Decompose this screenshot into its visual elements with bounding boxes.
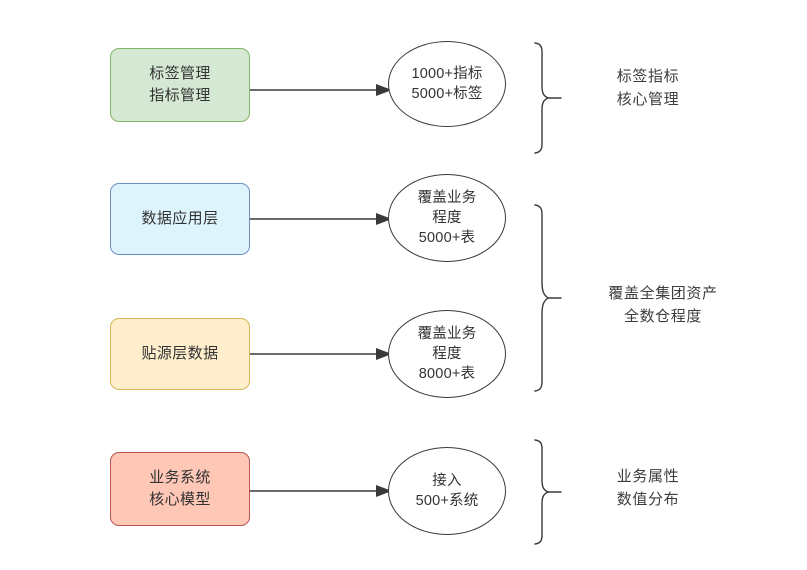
node-box-business-system[interactable]: 业务系统 核心模型 (110, 452, 250, 526)
node-box-line: 业务系统 (149, 469, 211, 487)
brace-group-asset-coverage (534, 204, 562, 392)
group-label-line: 全数仓程度 (623, 307, 702, 325)
group-label-line: 覆盖全集团资产 (608, 285, 718, 302)
node-ellipse-data-application[interactable]: 覆盖业务 程度 5000+表 (388, 174, 506, 262)
brace-group-business-attribute (534, 439, 562, 545)
node-box-line: 核心模型 (149, 491, 211, 508)
node-ellipse-source-layer[interactable]: 覆盖业务 程度 8000+表 (388, 310, 506, 398)
connector-arrow-row-4 (250, 485, 392, 497)
group-label-business-attribute: 业务属性 数值分布 (588, 466, 708, 511)
group-label-asset-coverage: 覆盖全集团资产 全数仓程度 (578, 283, 748, 328)
group-label-tag-metric-core: 标签指标 核心管理 (588, 66, 708, 111)
node-ellipse-line: 5000+标签 (411, 86, 483, 102)
node-box-line: 标签管理 (149, 65, 211, 83)
node-ellipse-line: 程度 (432, 209, 462, 226)
node-ellipse-business-system[interactable]: 接入 500+系统 (388, 447, 506, 535)
node-box-source-layer[interactable]: 贴源层数据 (110, 318, 250, 390)
node-ellipse-line: 覆盖业务 (417, 189, 477, 206)
group-label-line: 数值分布 (616, 490, 680, 508)
connector-arrow-row-3 (250, 348, 392, 360)
node-ellipse-line: 覆盖业务 (417, 325, 477, 342)
node-ellipse-line: 5000+表 (418, 230, 476, 247)
node-ellipse-line: 1000+指标 (411, 65, 483, 82)
node-ellipse-line: 接入 (432, 472, 462, 489)
group-label-line: 标签指标 (616, 68, 680, 85)
node-box-tag-metric[interactable]: 标签管理 指标管理 (110, 48, 250, 122)
node-box-line: 数据应用层 (141, 210, 219, 228)
node-box-line: 指标管理 (149, 87, 211, 104)
group-label-line: 核心管理 (616, 90, 680, 108)
node-box-data-application[interactable]: 数据应用层 (110, 183, 250, 255)
node-ellipse-line: 8000+表 (418, 366, 476, 383)
connector-arrow-row-1 (250, 84, 392, 96)
node-ellipse-line: 程度 (432, 345, 462, 362)
node-ellipse-line: 500+系统 (415, 493, 479, 509)
group-label-line: 业务属性 (616, 468, 680, 485)
connector-arrow-row-2 (250, 213, 392, 225)
brace-group-tag-metric-core (534, 42, 562, 154)
node-ellipse-tag-metric[interactable]: 1000+指标 5000+标签 (388, 41, 506, 127)
node-box-line: 贴源层数据 (141, 345, 219, 363)
